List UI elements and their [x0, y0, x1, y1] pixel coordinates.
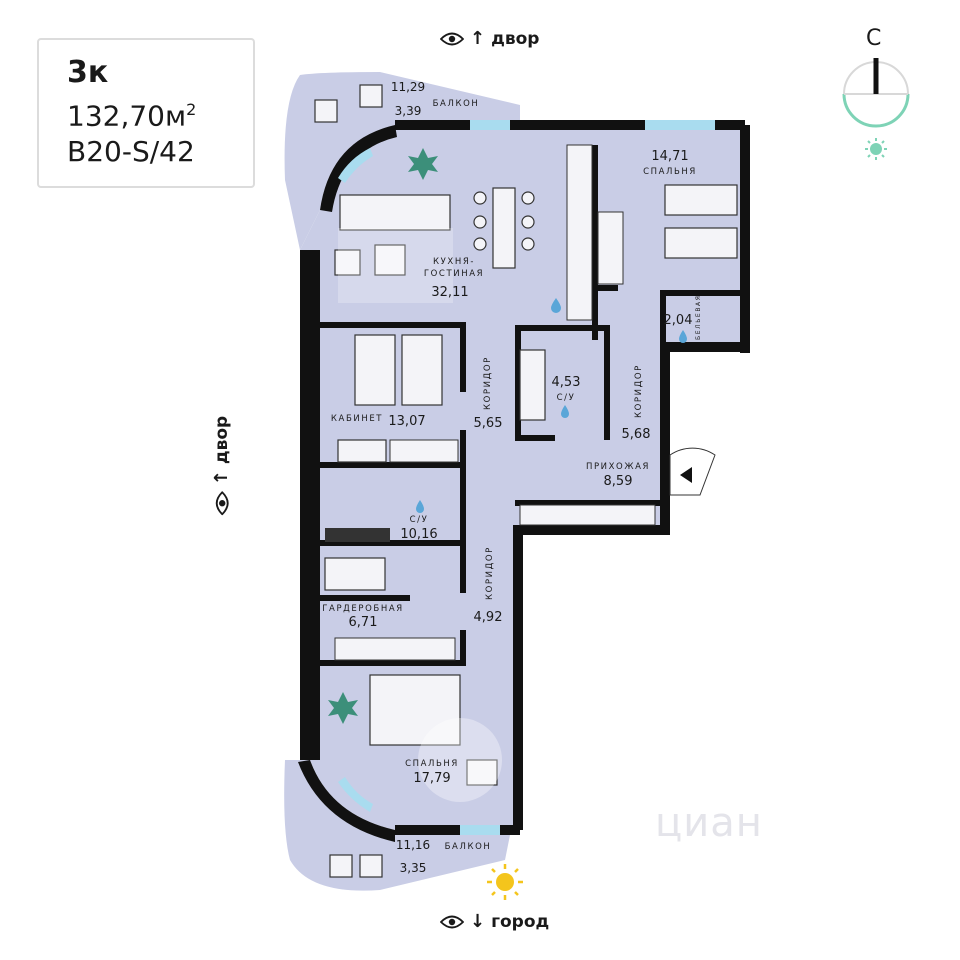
view-label-bottom: ↓ город	[440, 911, 549, 932]
balcony-bottom-area: 3,35	[400, 861, 427, 875]
windows	[338, 120, 715, 835]
plant-icon	[408, 148, 438, 180]
room-wardrobe-name: ГАРДЕРОБНАЯ	[322, 604, 404, 614]
closet-bedroom-bottom	[334, 637, 456, 661]
area-unit-sup: 2	[186, 100, 197, 119]
room-bath-small-name: С/У	[557, 393, 576, 403]
view-label-left: ↑ двор	[211, 416, 232, 516]
rug-bedroom	[418, 718, 502, 802]
view-label-top: ↑ двор	[440, 28, 539, 49]
eye-icon	[215, 491, 229, 516]
room-office-name: КАБИНЕТ	[331, 414, 383, 424]
room-corridor-center-area: 5,65	[474, 416, 503, 431]
total-area-value: 132,70м	[67, 99, 187, 133]
room-living-name-1: КУХНЯ-	[433, 257, 475, 267]
room-hall-name: ПРИХОЖАЯ	[586, 462, 650, 472]
entrance-door-icon[interactable]	[669, 447, 716, 496]
room-corridor-right-name: КОРИДОР	[634, 364, 644, 418]
room-laundry-area: 2,04	[664, 313, 693, 328]
balcony-bottom-total-area: 11,16	[396, 838, 430, 852]
apartment-info-card: 3к 132,70м2 B20-S/42	[37, 38, 255, 188]
closet-office	[389, 439, 459, 463]
room-bedroom-bottom-area: 17,79	[413, 771, 450, 786]
room-corridor-center-name: КОРИДОР	[483, 356, 493, 410]
compass-north-label: С	[866, 26, 882, 51]
room-bedroom-bottom-name: СПАЛЬНЯ	[405, 759, 459, 769]
view-top-text: двор	[491, 28, 540, 49]
view-bottom-text: город	[491, 911, 550, 932]
room-corridor-lower-area: 4,92	[474, 610, 503, 625]
entrance-arrow-icon	[680, 467, 692, 483]
arrow-down-icon: ↓	[470, 911, 486, 932]
balcony-top-floor	[284, 72, 520, 250]
furniture	[314, 84, 738, 878]
room-laundry-name: БЕЛЬЕВАЯ	[695, 294, 702, 340]
watermark: циан	[655, 800, 763, 846]
room-corridor-lower-name: КОРИДОР	[485, 546, 495, 600]
room-bath-large-name: С/У	[410, 515, 429, 525]
room-wardrobe-area: 6,71	[349, 615, 378, 630]
closet-hall	[519, 504, 656, 526]
room-office-area: 13,07	[388, 414, 425, 429]
apartment-code: B20-S/42	[67, 135, 195, 169]
kitchen-counter	[566, 144, 593, 321]
room-living-area: 32,11	[431, 285, 468, 300]
balcony-bottom-name: БАЛКОН	[445, 842, 492, 852]
closet-top-bedroom	[597, 211, 624, 285]
sun-icon	[487, 864, 523, 900]
wardrobe-shelf	[325, 528, 390, 542]
plant-icon	[328, 692, 358, 724]
exterior-walls	[298, 120, 750, 842]
room-bath-large-area: 10,16	[400, 527, 437, 542]
balcony-top-area: 3,39	[395, 104, 422, 118]
room-count: 3к	[67, 55, 109, 90]
balcony-top-name: БАЛКОН	[433, 99, 480, 109]
room-hall-area: 8,59	[604, 474, 633, 489]
arrow-up-icon: ↑	[470, 28, 486, 49]
total-area: 132,70м2	[67, 92, 253, 134]
rug-living	[338, 228, 453, 303]
compass-icon	[842, 58, 910, 160]
water-drop-icon	[416, 298, 687, 513]
interior-walls	[320, 145, 740, 666]
eye-icon	[440, 915, 464, 928]
room-bath-small-area: 4,53	[552, 375, 581, 390]
room-bedroom-top-name: СПАЛЬНЯ	[643, 167, 697, 177]
balcony-top-total-area: 11,29	[391, 80, 425, 94]
room-living-name-2: ГОСТИНАЯ	[424, 269, 484, 279]
room-bedroom-top-area: 14,71	[651, 149, 688, 164]
room-corridor-right-area: 5,68	[622, 427, 651, 442]
eye-icon	[440, 32, 464, 45]
